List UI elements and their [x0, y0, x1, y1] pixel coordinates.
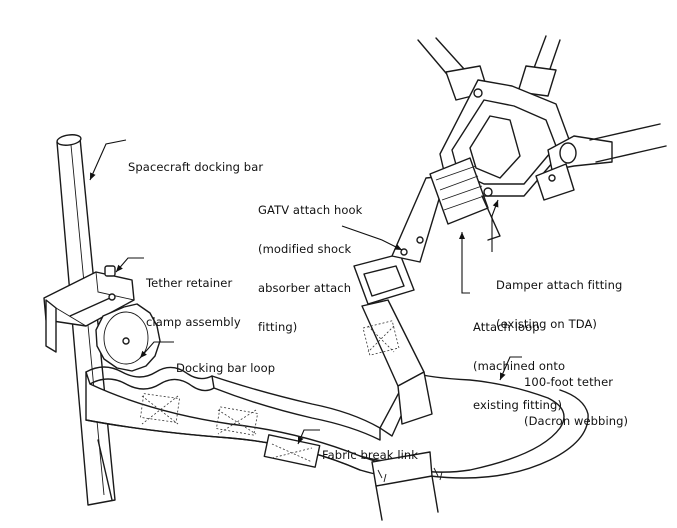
- label-gatv-hook-line-3: absorber attach: [258, 281, 352, 295]
- label-break-link-line: Fabric break link: [322, 448, 419, 462]
- label-tether: 100-foot tether (Dacron webbing): [524, 350, 628, 441]
- label-gatv-hook: GATV attach hook (modified shock absorbe…: [258, 178, 362, 347]
- label-gatv-hook-line-2: (modified shock: [258, 242, 352, 256]
- label-damper-line-1: Damper attach fitting: [496, 278, 623, 292]
- gatv-fitting: [417, 35, 667, 241]
- label-retainer: Tether retainer clamp assembly: [146, 251, 241, 342]
- gatv-strap: [353, 175, 447, 425]
- label-retainer-line-1: Tether retainer: [146, 276, 233, 290]
- retainer-clamp: [43, 265, 135, 353]
- label-tether-line-1: 100-foot tether: [524, 375, 614, 389]
- label-docking-bar-line: Spacecraft docking bar: [128, 160, 264, 174]
- leader-lines: [89, 139, 522, 445]
- label-attach-loop: Attach loop (machined onto existing fitt…: [473, 295, 565, 425]
- label-gatv-hook-line-1: GATV attach hook: [258, 203, 363, 217]
- label-damper-line-2: (existing on TDA): [496, 317, 598, 331]
- label-tether-line-2: (Dacron webbing): [524, 414, 629, 428]
- label-gatv-hook-line-4: fitting): [258, 320, 298, 334]
- label-docking-loop-line: Docking bar loop: [176, 361, 276, 375]
- label-docking-bar: Spacecraft docking bar: [128, 135, 263, 187]
- label-attach-loop-line-2: (machined onto: [473, 359, 566, 373]
- label-attach-loop-line-3: existing fitting): [473, 398, 563, 412]
- label-damper: Damper attach fitting (existing on TDA): [496, 253, 622, 344]
- label-docking-loop: Docking bar loop: [176, 336, 275, 388]
- label-retainer-line-2: clamp assembly: [146, 315, 241, 329]
- label-break-link: Fabric break link: [322, 423, 418, 475]
- tether-webbing: [85, 366, 589, 521]
- label-attach-loop-line-1: Attach loop: [473, 320, 540, 334]
